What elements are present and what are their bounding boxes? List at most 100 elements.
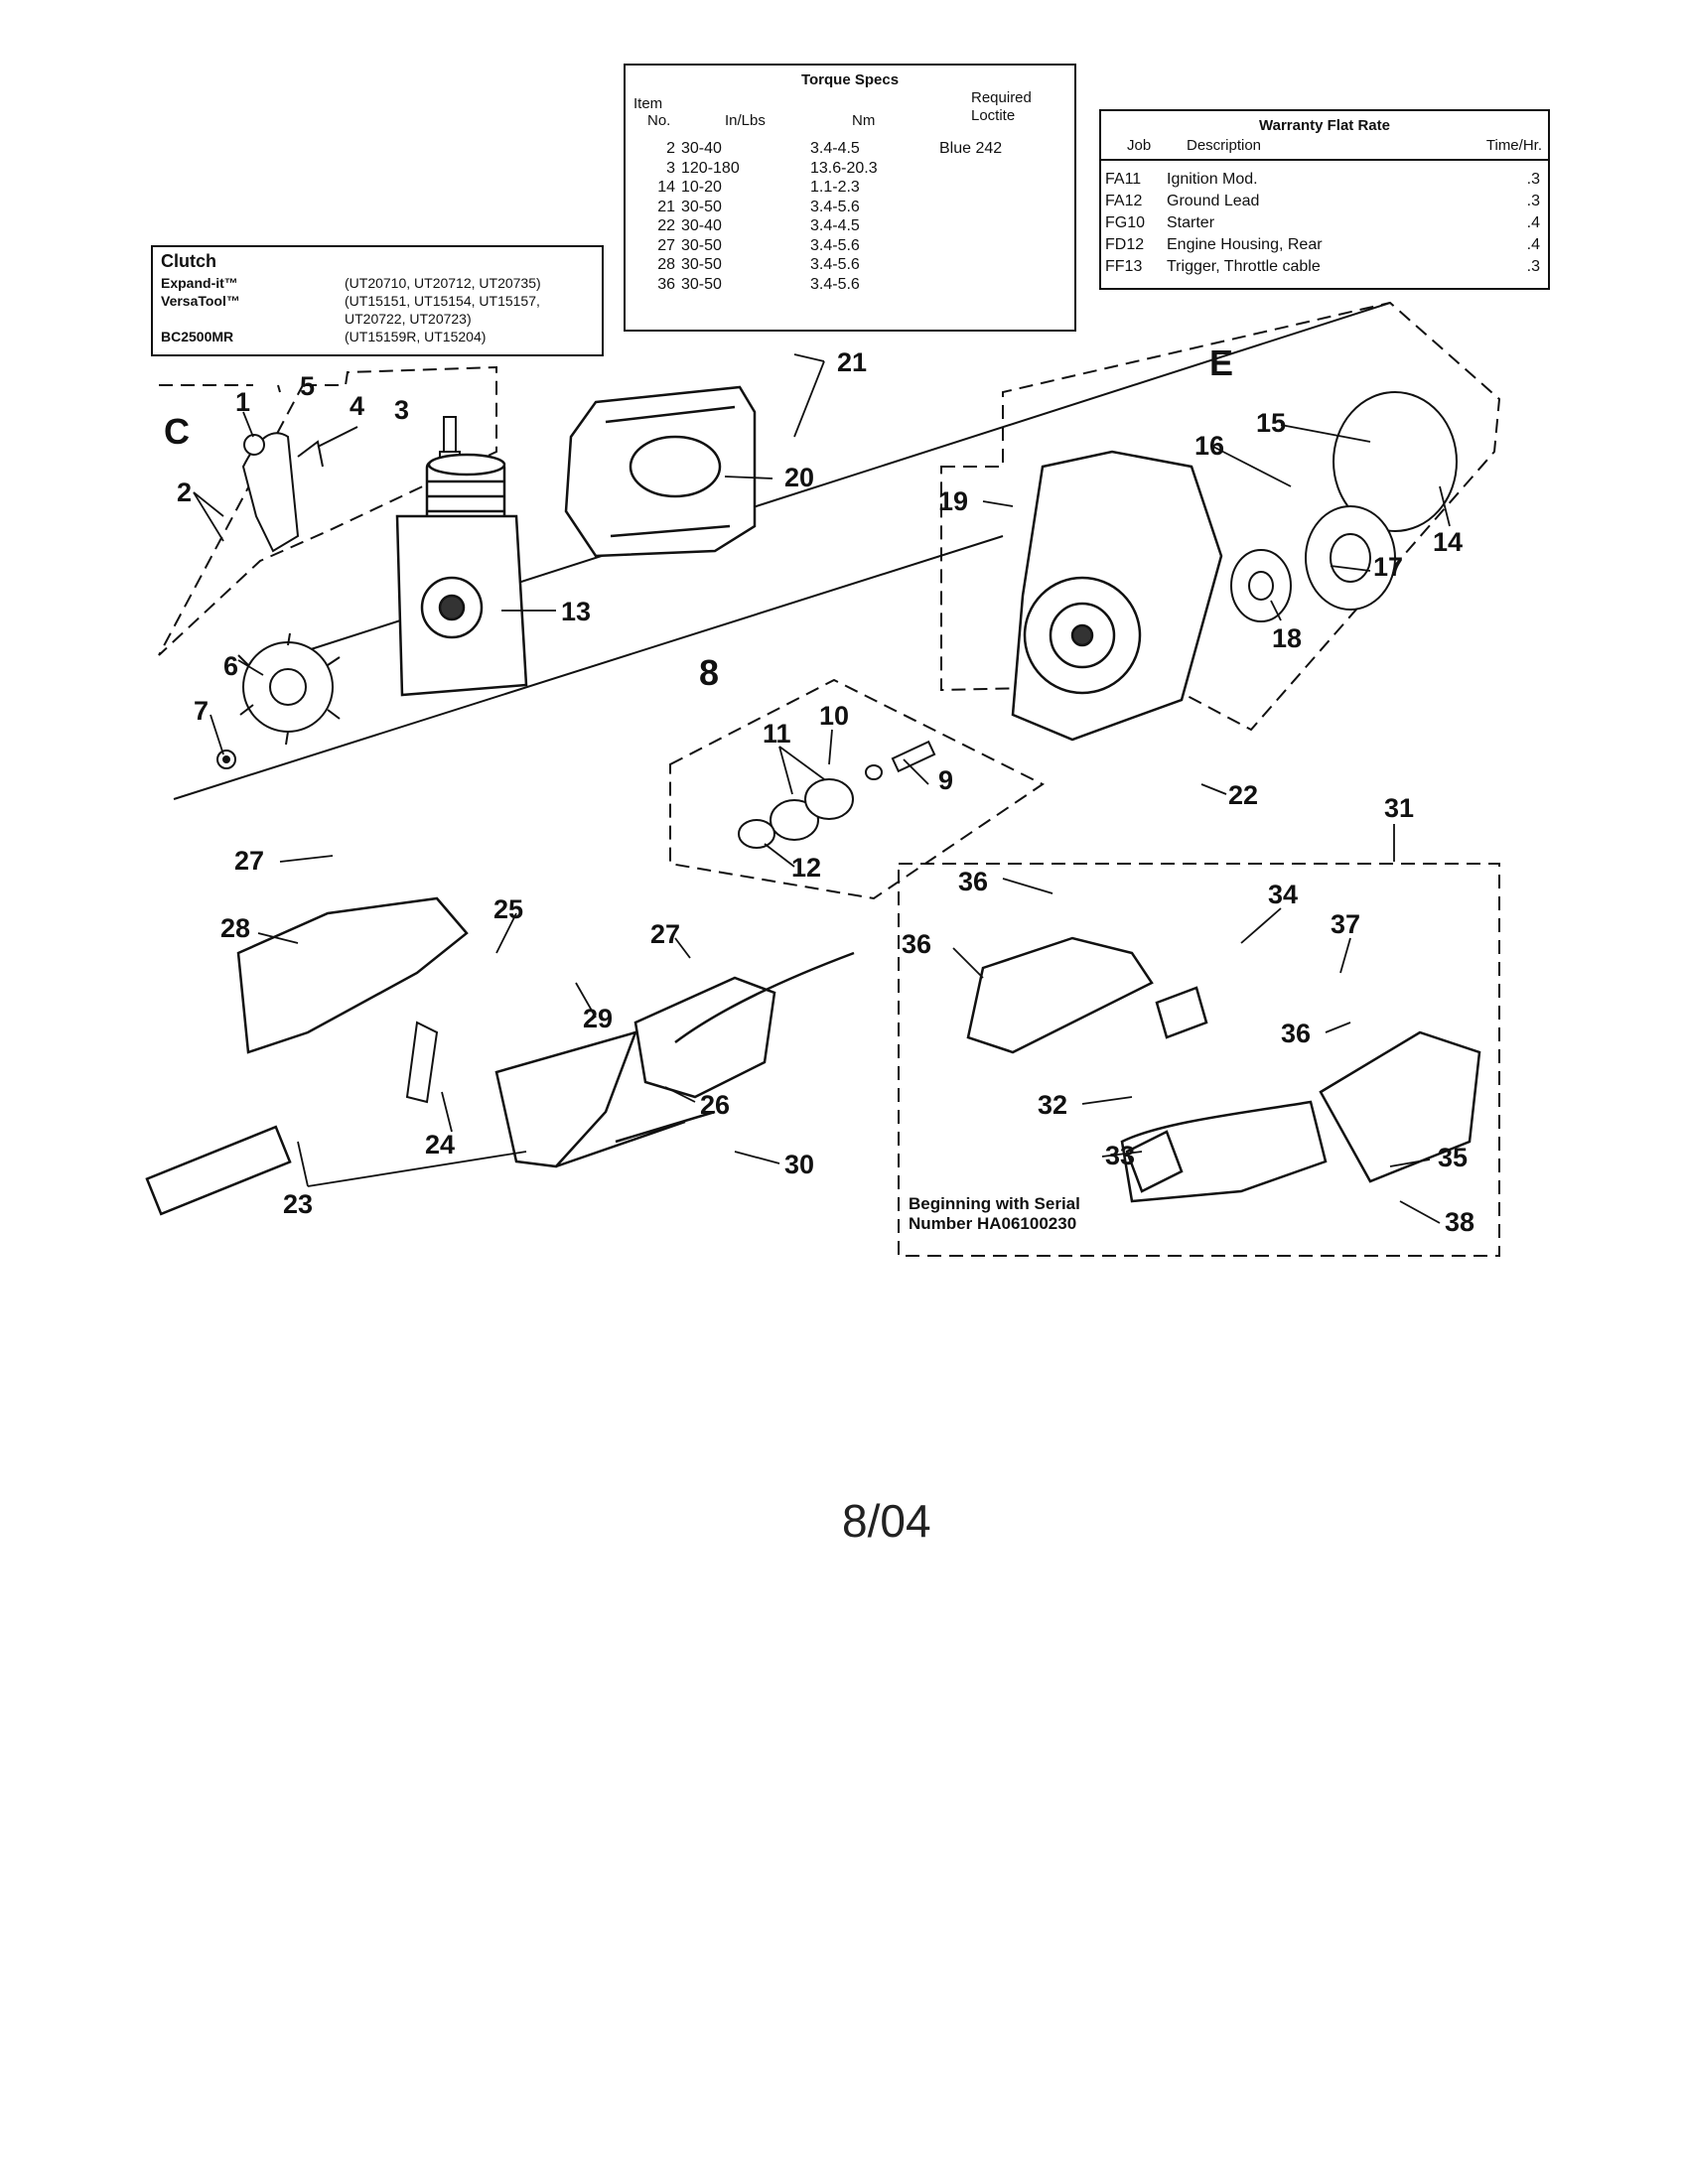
warranty-time: .4 <box>1526 214 1540 231</box>
header-inlbs: In/Lbs <box>725 112 766 129</box>
torque-inlbs: 120-180 <box>681 159 740 177</box>
callout-28: 28 <box>220 913 250 943</box>
torque-row: 3 120-180 13.6-20.3 <box>635 159 1068 179</box>
torque-inlbs: 10-20 <box>681 179 722 196</box>
torque-nm: 1.1-2.3 <box>810 179 860 196</box>
torque-inlbs: 30-40 <box>681 140 722 157</box>
torque-item: 27 <box>657 236 675 254</box>
clutch-row: Expand-it™ (UT20710, UT20712, UT20735) <box>161 275 541 292</box>
header-required: Required <box>971 89 1032 106</box>
callout-34: 34 <box>1268 880 1298 909</box>
warranty-job: FG10 <box>1105 214 1146 231</box>
warranty-job: FF13 <box>1105 258 1143 275</box>
callout-29: 29 <box>583 1004 613 1033</box>
group-label-e: E <box>1209 342 1233 383</box>
callout-38: 38 <box>1445 1207 1474 1237</box>
callout-2: 2 <box>177 478 192 507</box>
callout-9: 9 <box>938 765 953 795</box>
header-no: No. <box>647 112 671 129</box>
torque-inlbs: 30-50 <box>681 236 722 254</box>
torque-inlbs: 30-40 <box>681 217 722 234</box>
warranty-time: .3 <box>1526 171 1540 188</box>
clutch-row: UT20722, UT20723) <box>161 311 472 328</box>
callout-7: 7 <box>194 696 209 726</box>
clutch-model-name: VersaTool™ <box>161 293 240 309</box>
clutch-model-numbers: UT20722, UT20723) <box>345 311 472 327</box>
warranty-description: Starter <box>1167 214 1215 231</box>
torque-loctite: Blue 242 <box>939 140 1003 157</box>
header-loctite: Loctite <box>971 107 1016 124</box>
callout-26: 26 <box>700 1090 730 1120</box>
group-31-outline <box>898 863 1500 1257</box>
torque-item: 28 <box>657 256 675 273</box>
torque-row: 21 30-50 3.4-5.6 <box>635 198 1068 217</box>
header-time: Time/Hr. <box>1485 137 1542 154</box>
torque-nm: 13.6-20.3 <box>810 159 878 177</box>
torque-loctite <box>939 159 1049 179</box>
torque-row: 28 30-50 3.4-5.6 <box>635 255 1068 275</box>
callout-6: 6 <box>223 651 238 681</box>
callout-14: 14 <box>1433 527 1463 557</box>
group-label-8: 8 <box>699 652 719 693</box>
clutch-model-numbers: (UT15151, UT15154, UT15157, <box>345 293 540 309</box>
callout-36-top: 36 <box>958 867 988 896</box>
group-8-outline <box>669 678 1045 900</box>
torque-nm: 3.4-5.6 <box>810 198 860 215</box>
warranty-row: FG10 Starter .4 <box>1105 212 1540 234</box>
callout-27-right: 27 <box>650 919 680 949</box>
torque-item: 36 <box>657 275 675 293</box>
warranty-time: .3 <box>1526 258 1540 275</box>
callout-16: 16 <box>1194 431 1224 461</box>
torque-item: 21 <box>657 198 675 215</box>
torque-item: 2 <box>666 140 675 157</box>
callout-27-left: 27 <box>234 846 264 876</box>
torque-nm: 3.4-4.5 <box>810 140 860 157</box>
callout-17: 17 <box>1373 552 1403 582</box>
warranty-time: .3 <box>1526 193 1540 209</box>
clutch-model-numbers: (UT20710, UT20712, UT20735) <box>345 275 541 291</box>
torque-nm: 3.4-5.6 <box>810 275 860 293</box>
callout-35: 35 <box>1438 1143 1468 1172</box>
callout-18: 18 <box>1272 623 1302 653</box>
callout-37: 37 <box>1331 909 1360 939</box>
torque-loctite <box>939 275 1049 295</box>
warranty-job: FA11 <box>1105 171 1142 188</box>
torque-loctite <box>939 216 1049 236</box>
warranty-job: FA12 <box>1105 193 1143 209</box>
warranty-row: FD12 Engine Housing, Rear .4 <box>1105 234 1540 256</box>
warranty-description: Engine Housing, Rear <box>1167 236 1323 253</box>
torque-inlbs: 30-50 <box>681 275 722 293</box>
callout-1: 1 <box>235 387 250 417</box>
callout-23: 23 <box>283 1189 313 1219</box>
warranty-job: FD12 <box>1105 236 1145 253</box>
group-label-c: C <box>164 411 190 452</box>
callout-15: 15 <box>1256 408 1286 438</box>
clutch-row: VersaTool™ (UT15151, UT15154, UT15157, <box>161 293 540 310</box>
clutch-models-box: Clutch Expand-it™(UT20710, UT20712, UT20… <box>151 245 604 356</box>
clutch-model-name: Expand-it™ <box>161 275 238 291</box>
torque-inlbs: 30-50 <box>681 198 722 215</box>
torque-loctite <box>939 255 1049 275</box>
callout-21: 21 <box>837 347 867 377</box>
header-item: Item <box>633 95 663 112</box>
header-description: Description <box>1187 137 1262 154</box>
torque-nm: 3.4-5.6 <box>810 236 860 254</box>
warranty-description: Ignition Mod. <box>1167 171 1258 188</box>
torque-loctite <box>939 178 1049 198</box>
torque-inlbs: 30-50 <box>681 256 722 273</box>
header-nm: Nm <box>852 112 876 129</box>
callout-13: 13 <box>561 597 591 626</box>
torque-loctite <box>939 236 1049 256</box>
torque-nm: 3.4-5.6 <box>810 256 860 273</box>
warranty-time: .4 <box>1526 236 1540 253</box>
warranty-header-row: Job Description Time/Hr. <box>1101 135 1548 161</box>
callout-19: 19 <box>938 486 968 516</box>
group-e-outline <box>940 301 1501 732</box>
callout-12: 12 <box>791 853 821 883</box>
torque-item: 3 <box>666 159 675 177</box>
torque-item: 22 <box>657 217 675 234</box>
